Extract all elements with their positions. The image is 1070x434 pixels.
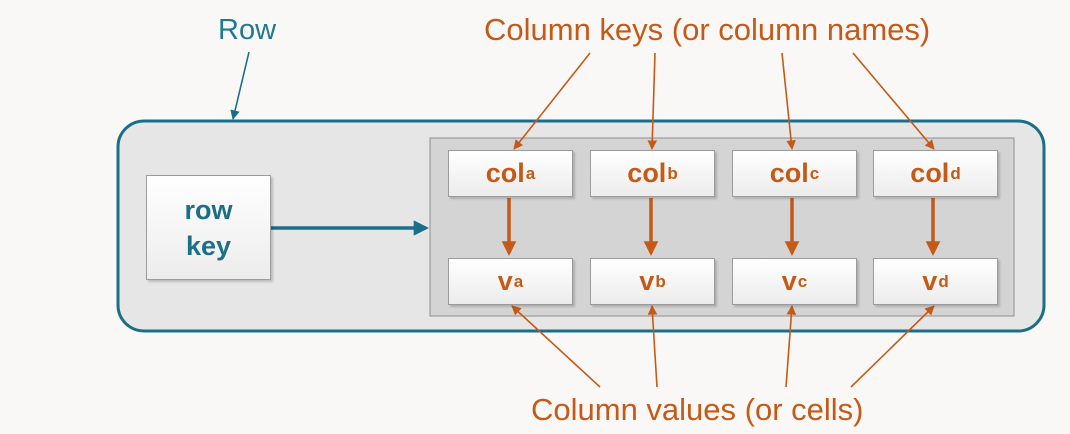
row-key-line-1: row <box>184 194 233 225</box>
value-pointer-a <box>511 305 601 388</box>
key-pointer-b <box>647 52 658 150</box>
column-key-name: col <box>485 158 525 188</box>
column-value-subscript: a <box>513 271 524 291</box>
key-pointer-c <box>781 52 796 150</box>
column-value-subscript: d <box>938 271 949 291</box>
row-key-line-2: key <box>185 230 232 261</box>
column-key-subscript: d <box>950 163 961 183</box>
column-key-subscript: b <box>667 163 678 183</box>
value-pointer-c <box>785 305 797 388</box>
row-key-box: row key <box>146 175 271 280</box>
column-value-subscript: b <box>655 271 666 291</box>
key-pointer-a <box>513 52 591 150</box>
column-key-subscript: a <box>525 163 536 183</box>
column-key-name: col <box>627 158 667 188</box>
column-value-name: v <box>639 266 655 296</box>
column-values-label: Column values (or cells) <box>531 392 864 427</box>
column-key-name: col <box>910 158 950 188</box>
column-value-name: v <box>497 266 513 296</box>
value-pointer-b <box>647 305 658 388</box>
value-pointer-d <box>850 305 935 388</box>
column-value-name: v <box>922 266 938 296</box>
column-key-subscript: c <box>809 163 820 183</box>
row-label: Row <box>218 14 277 46</box>
column-key-name: col <box>769 158 809 188</box>
column-value-name: v <box>781 266 797 296</box>
key-pointer-d <box>852 52 935 150</box>
column-value-subscript: c <box>797 271 808 291</box>
row-pointer-arrow <box>230 51 250 120</box>
column-keys-label: Column keys (or column names) <box>484 12 931 47</box>
